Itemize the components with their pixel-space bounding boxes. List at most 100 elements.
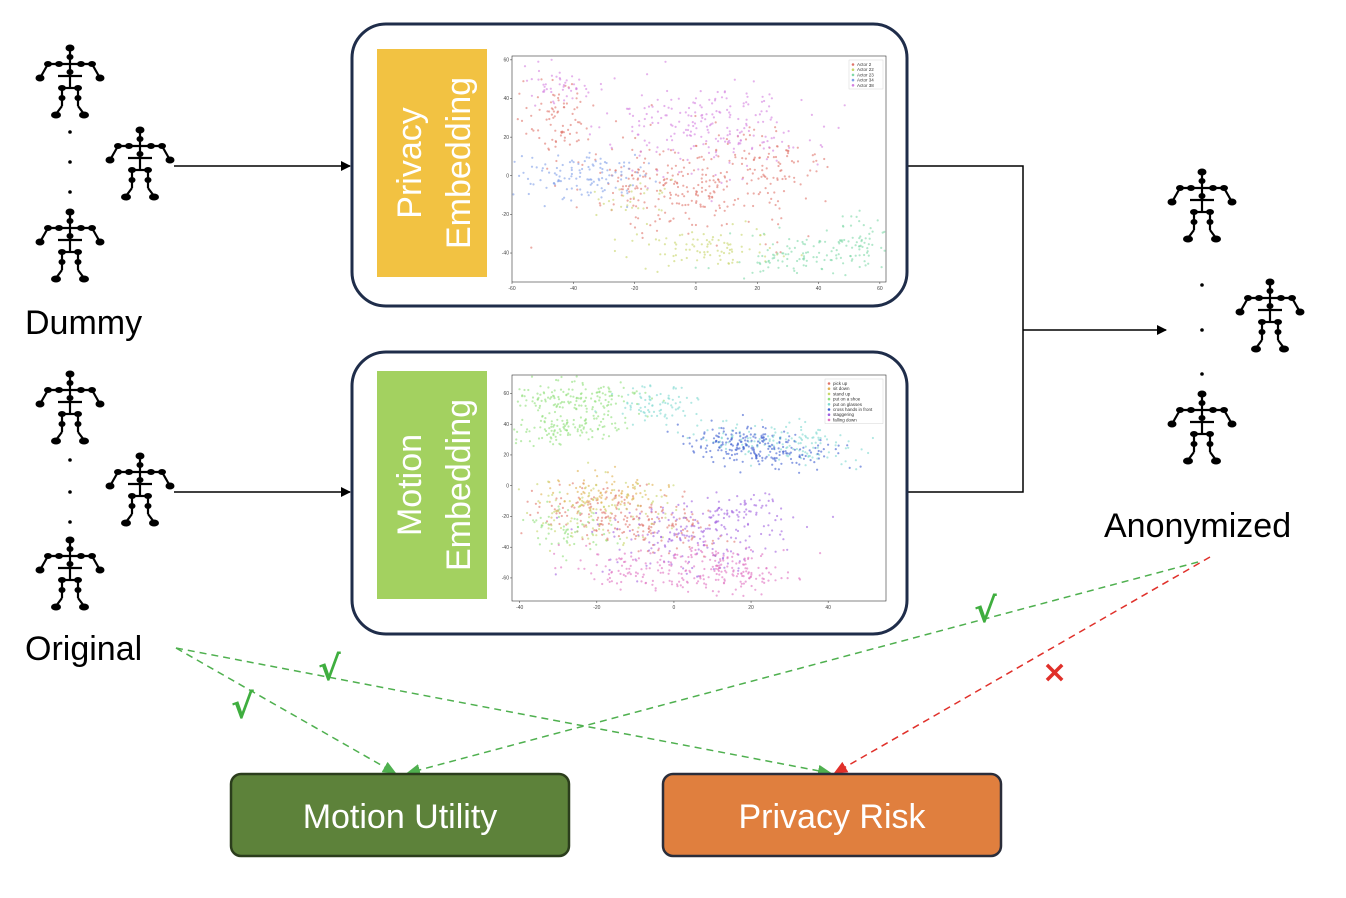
- ellipsis-dot: [68, 490, 72, 494]
- scatter-point: [750, 457, 754, 460]
- scatter-point: [851, 258, 854, 261]
- scatter-point: [552, 110, 556, 113]
- scatter-point: [656, 541, 659, 544]
- scatter-point: [580, 429, 583, 432]
- scatter-point: [782, 445, 785, 449]
- scatter-point: [769, 118, 772, 121]
- scatter-point: [805, 264, 808, 267]
- scatter-point: [696, 424, 699, 427]
- legend-entry: put on glasses: [833, 402, 863, 407]
- scatter-point: [533, 402, 536, 405]
- scatter-point: [689, 548, 692, 551]
- scatter-point: [709, 516, 712, 519]
- scatter-point: [690, 500, 693, 503]
- scatter-point: [732, 569, 735, 572]
- scatter-point: [735, 446, 739, 449]
- scatter-point: [740, 585, 743, 588]
- scatter-point: [772, 136, 776, 139]
- scatter-point: [777, 468, 781, 471]
- scatter-point: [718, 110, 721, 113]
- scatter-point: [735, 458, 738, 461]
- scatter-point: [669, 531, 672, 534]
- scatter-point: [726, 108, 729, 111]
- anonymized-label: Anonymized: [1104, 507, 1291, 545]
- scatter-point: [644, 267, 647, 270]
- scatter-point: [663, 253, 667, 256]
- scatter-point: [579, 497, 582, 500]
- scatter-point: [682, 442, 685, 445]
- scatter-point: [539, 426, 542, 429]
- scatter-point: [613, 238, 617, 241]
- scatter-point: [720, 426, 723, 430]
- scatter-point: [699, 104, 702, 107]
- scatter-point: [586, 503, 590, 506]
- scatter-point: [739, 580, 742, 583]
- scatter-point: [624, 416, 627, 419]
- scatter-point: [681, 193, 684, 196]
- scatter-point: [590, 511, 593, 514]
- scatter-point: [577, 567, 580, 570]
- legend-marker: [827, 382, 831, 385]
- scatter-point: [718, 432, 721, 435]
- scatter-point: [772, 253, 775, 256]
- scatter-point: [625, 567, 628, 570]
- scatter-point: [597, 489, 600, 492]
- scatter-point: [788, 444, 791, 447]
- scatter-point: [776, 514, 779, 518]
- scatter-point: [553, 102, 556, 105]
- scatter-point: [708, 240, 711, 243]
- scatter-point: [702, 158, 705, 161]
- scatter-point: [570, 531, 573, 535]
- ellipsis-dot: [68, 130, 72, 134]
- scatter-point: [570, 159, 574, 162]
- scatter-point: [691, 546, 694, 549]
- scatter-point: [734, 153, 737, 156]
- scatter-point: [568, 500, 571, 503]
- scatter-point: [573, 406, 576, 409]
- scatter-point: [694, 114, 697, 118]
- scatter-point: [537, 537, 540, 540]
- scatter-point: [712, 179, 715, 182]
- scatter-point: [658, 189, 662, 192]
- scatter-point: [779, 448, 783, 451]
- legend-marker: [851, 63, 855, 66]
- scatter-point: [760, 593, 763, 596]
- scatter-point: [539, 393, 542, 396]
- scatter-point: [764, 492, 767, 495]
- scatter-point: [552, 404, 555, 407]
- scatter-point: [765, 110, 768, 113]
- scatter-point: [771, 434, 774, 437]
- scatter-point: [660, 116, 663, 120]
- scatter-point: [671, 139, 674, 142]
- scatter-point: [625, 184, 628, 188]
- scatter-point: [558, 175, 561, 178]
- scatter-point: [787, 144, 790, 148]
- scatter-point: [740, 162, 744, 165]
- scatter-point: [560, 566, 563, 569]
- scatter-point: [688, 248, 691, 251]
- scatter-point: [602, 528, 605, 531]
- scatter-point: [598, 399, 601, 402]
- scatter-point: [627, 177, 630, 180]
- scatter-point: [610, 146, 613, 149]
- scatter-point: [783, 430, 786, 433]
- scatter-point: [620, 580, 623, 584]
- scatter-point: [647, 482, 651, 485]
- scatter-point: [651, 483, 654, 486]
- scatter-point: [576, 512, 579, 515]
- scatter-point: [710, 419, 713, 422]
- scatter-point: [567, 128, 570, 131]
- scatter-point: [861, 245, 864, 248]
- scatter-point: [744, 439, 747, 442]
- scatter-point: [681, 528, 685, 532]
- scatter-point: [781, 443, 784, 446]
- scatter-point: [679, 111, 682, 114]
- scatter-point: [628, 161, 631, 164]
- scatter-point: [562, 84, 566, 87]
- y-tick-label: 40: [503, 422, 509, 428]
- scatter-point: [674, 247, 677, 250]
- scatter-point: [579, 559, 582, 562]
- scatter-point: [629, 406, 633, 409]
- scatter-point: [616, 561, 619, 564]
- scatter-point: [718, 426, 721, 430]
